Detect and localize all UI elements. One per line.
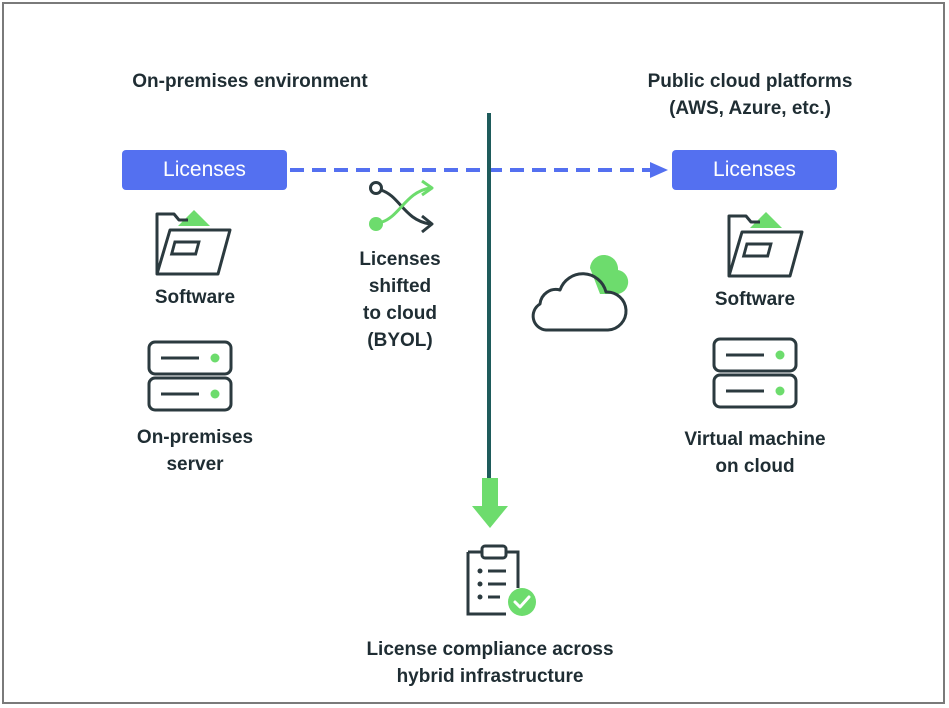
byol-caption-line1: Licenses xyxy=(359,249,441,270)
on-premises-heading: On-premises environment xyxy=(132,71,368,92)
byol-caption-line3: to cloud xyxy=(363,303,437,324)
cloud-icon xyxy=(531,254,629,332)
vm-label-line2: on cloud xyxy=(715,456,795,477)
on-premises-server-label: On-premises server xyxy=(100,424,290,478)
vm-label-line1: Virtual machine xyxy=(684,429,826,450)
arrow-down-icon xyxy=(472,478,508,528)
public-cloud-heading-line2: (AWS, Azure, etc.) xyxy=(669,98,831,119)
software-label-cloud: Software xyxy=(714,289,796,310)
server-icon xyxy=(147,340,233,412)
public-cloud-heading-line1: Public cloud platforms xyxy=(647,71,853,92)
server-label-line2: server xyxy=(166,454,224,475)
byol-caption-line2: shifted xyxy=(368,276,432,297)
clipboard-checklist-icon xyxy=(466,544,536,616)
software-folder-icon xyxy=(155,210,232,276)
byol-caption: Licenses shifted to cloud (BYOL) xyxy=(340,246,460,354)
server-label-line1: On-premises xyxy=(136,427,254,448)
license-compliance-caption: License compliance across hybrid infrast… xyxy=(310,636,670,690)
software-label-on-premises: Software xyxy=(154,287,236,308)
license-transfer-arrow xyxy=(290,162,668,178)
licenses-badge-on-premises: Licenses xyxy=(122,150,287,190)
compliance-caption-line2: hybrid infrastructure xyxy=(396,666,584,687)
licenses-badge-cloud: Licenses xyxy=(672,150,837,190)
shuffle-icon xyxy=(369,179,434,234)
virtual-machine-icon xyxy=(712,337,798,409)
environment-divider xyxy=(487,113,491,491)
public-cloud-heading: Public cloud platforms (AWS, Azure, etc.… xyxy=(595,68,905,122)
byol-caption-line4: (BYOL) xyxy=(367,330,433,351)
compliance-caption-line1: License compliance across xyxy=(366,639,614,660)
software-folder-icon xyxy=(727,212,804,278)
virtual-machine-label: Virtual machine on cloud xyxy=(650,426,860,480)
